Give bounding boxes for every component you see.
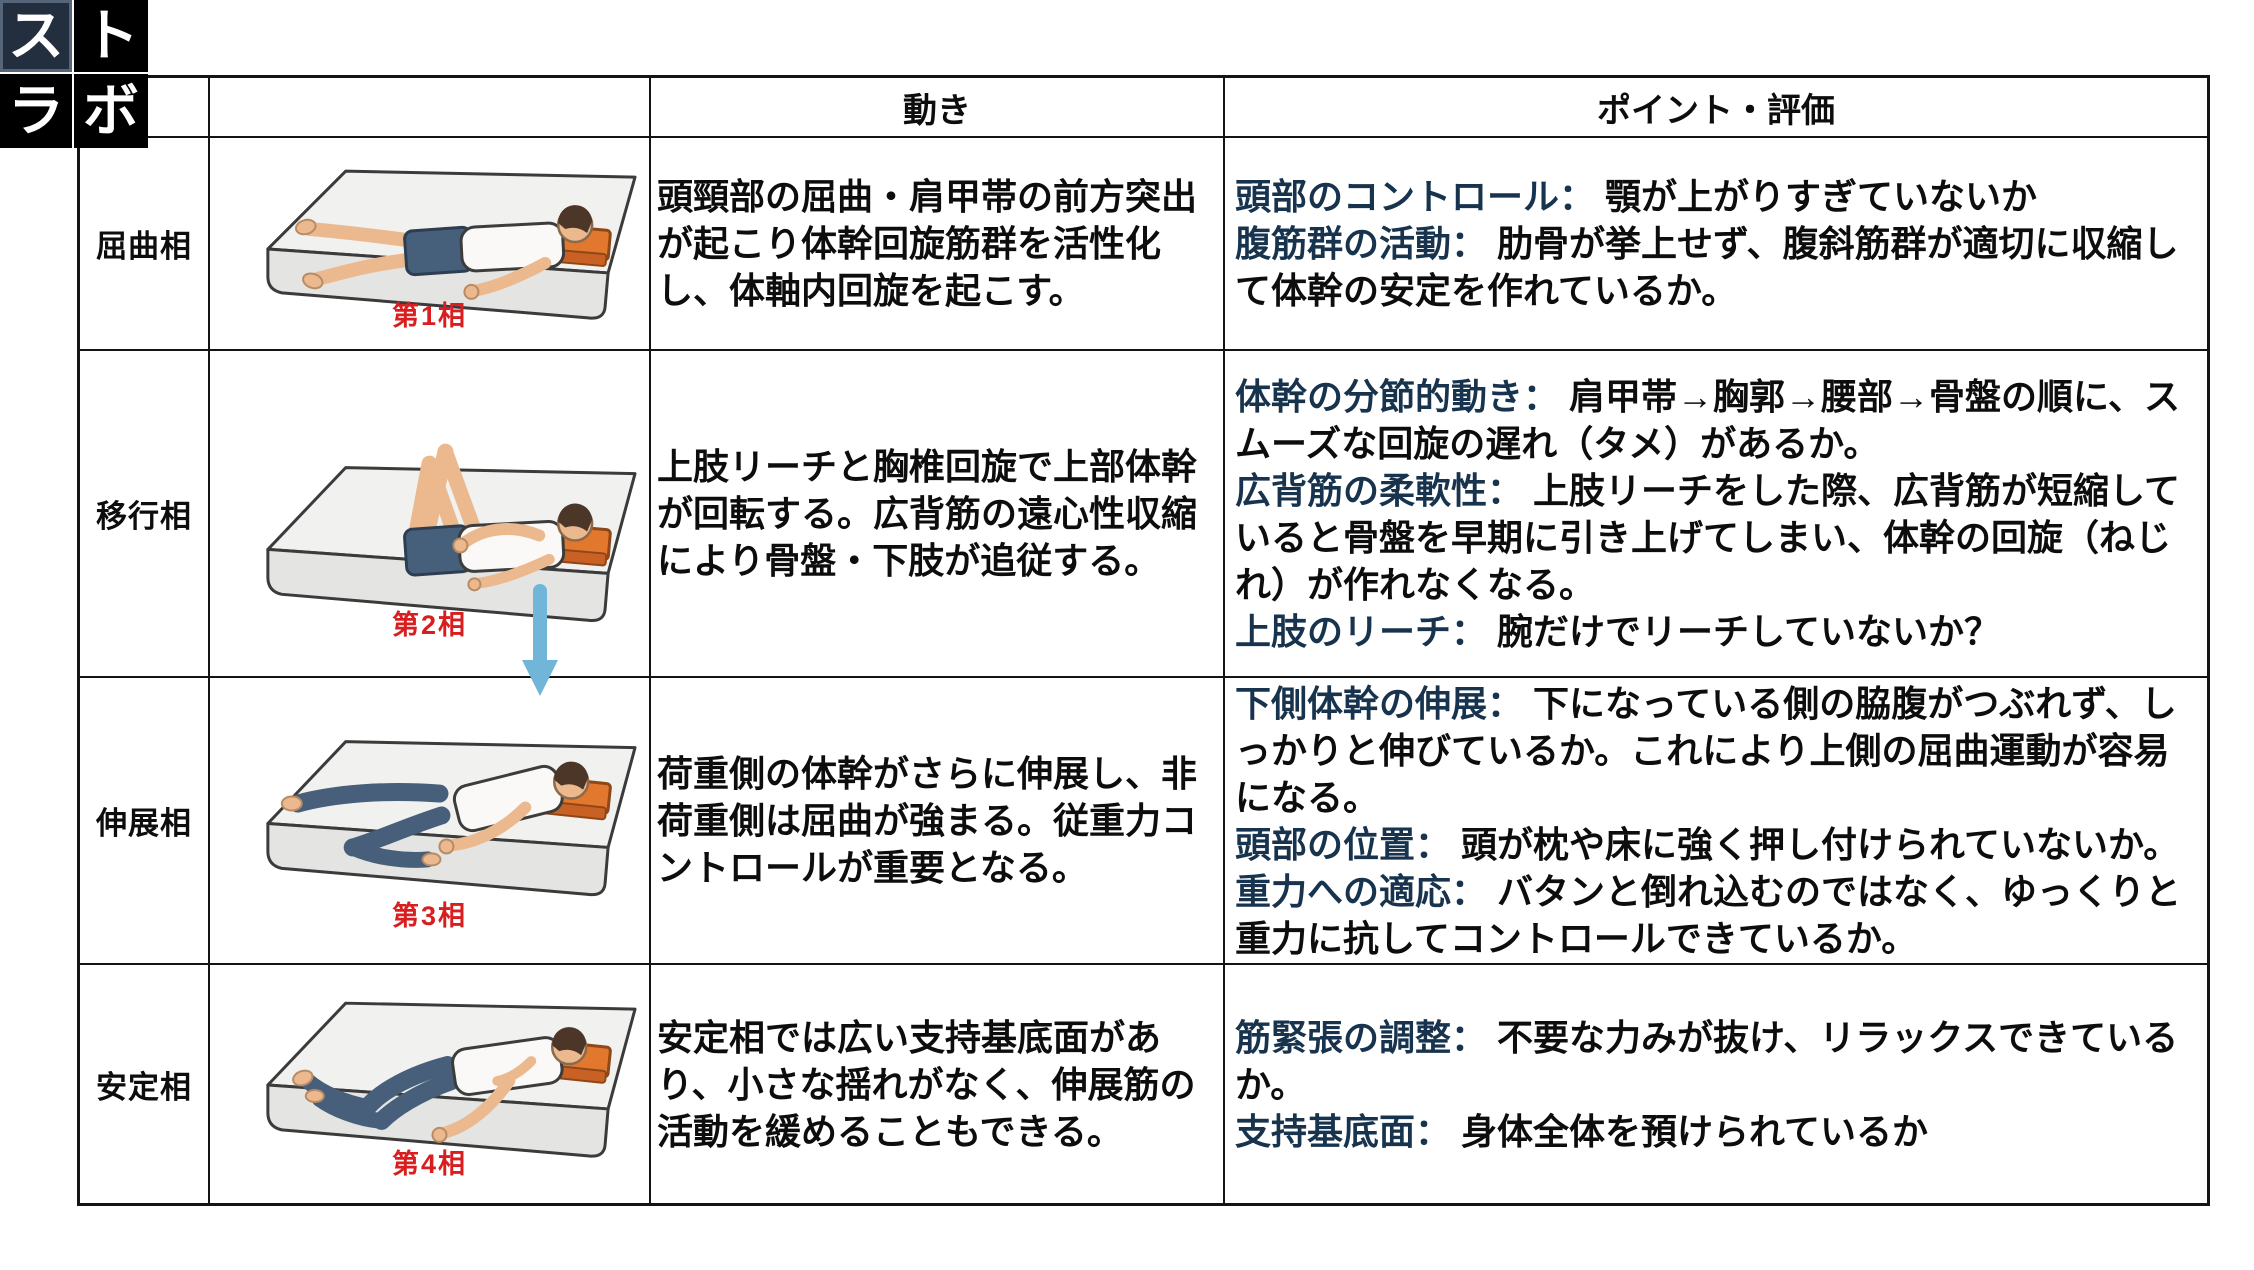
illustration-cell-4: 第4相 xyxy=(210,965,651,1203)
phase-label-1: 屈曲相 xyxy=(80,138,210,351)
point-label: 筋緊張の調整： xyxy=(1235,1016,1488,1058)
knees-bent-illustration xyxy=(266,443,637,623)
phase-caption-3: 第3相 xyxy=(391,901,468,931)
point-text: 下になっている側の脇腹がつぶれず、しっかりと伸びているか。これにより上側の屈曲運… xyxy=(1235,682,2177,818)
phase-label-3: 伸展相 xyxy=(80,678,210,965)
logo-tile-to: ト xyxy=(74,0,148,72)
header-movement: 動き xyxy=(651,78,1225,138)
movement-cell-1: 頭頸部の屈曲・肩甲帯の前方突出が起こり体幹回旋筋群を活性化し、体軸内回旋を起こす… xyxy=(651,138,1225,351)
movement-text-2: 上肢リーチと胸椎回旋で上部体幹が回転する。広背筋の遠心性収縮により骨盤・下肢が追… xyxy=(657,446,1198,581)
points-cell-4: 筋緊張の調整： 不要な力みが抜け、リラックスできているか。 支持基底面： 身体全… xyxy=(1225,965,2207,1203)
point-text: 顎が上がりすぎていないか xyxy=(1595,176,2038,217)
phase-label-4: 安定相 xyxy=(80,965,210,1203)
movement-cell-2: 上肢リーチと胸椎回旋で上部体幹が回転する。広背筋の遠心性収縮により骨盤・下肢が追… xyxy=(651,351,1225,678)
sidelying-illustration xyxy=(266,1001,637,1158)
point-text: 肋骨が挙上せず、腹斜筋群が適切に収縮して体幹の安定を作れているか。 xyxy=(1235,223,2179,311)
rolling-sidelying-illustration xyxy=(266,740,637,897)
logo-tile-ra: ラ xyxy=(0,74,72,148)
point-text: 上肢リーチをした際、広背筋が短縮していると骨盤を早期に引き上げてしまい、体幹の回… xyxy=(1235,469,2180,605)
point-label: 重力への適応： xyxy=(1235,870,1488,912)
point-text: 肩甲帯→胸郭→腰部→骨盤の順に、スムーズな回旋の遅れ（タメ）があるか。 xyxy=(1235,375,2180,464)
arrow-down-icon xyxy=(522,584,558,696)
point-label: 広背筋の柔軟性： xyxy=(1235,469,1524,511)
points-cell-2: 体幹の分節的動き： 肩甲帯→胸郭→腰部→骨盤の順に、スムーズな回旋の遅れ（タメ）… xyxy=(1225,351,2207,678)
movement-text-3: 荷重側の体幹がさらに伸展し、非荷重側は屈曲が強まる。従重力コントロールが重要とな… xyxy=(657,753,1198,888)
point-label: 頭部の位置： xyxy=(1235,823,1452,865)
point-label: 体幹の分節的動き： xyxy=(1235,375,1560,417)
illustration-cell-1: 第1相 xyxy=(210,138,651,351)
point-text: 頭が枕や床に強く押し付けられていないか。 xyxy=(1451,823,2180,865)
phase-caption-1: 第1相 xyxy=(391,301,468,331)
person-knees-bent xyxy=(403,443,594,592)
point-label: 腹筋群の活動： xyxy=(1235,223,1488,264)
person-supine xyxy=(294,205,594,300)
person-rolling xyxy=(280,761,590,868)
points-cell-3: 下側体幹の伸展： 下になっている側の脇腹がつぶれず、しっかりと伸びているか。これ… xyxy=(1225,678,2207,965)
strlab-logo: ス ト ラ ボ xyxy=(0,0,150,150)
rolling-phase-table: 動き ポイント・評価 屈曲相 xyxy=(77,75,2210,1206)
person-sidelying xyxy=(292,1027,588,1143)
header-illustration-cell xyxy=(210,78,651,138)
movement-cell-3: 荷重側の体幹がさらに伸展し、非荷重側は屈曲が強まる。従重力コントロールが重要とな… xyxy=(651,678,1225,965)
point-text: 身体全体を預けられているか xyxy=(1451,1110,1928,1152)
illustration-cell-2: 第2相 xyxy=(210,351,651,678)
phase-caption-4: 第4相 xyxy=(391,1149,468,1179)
logo-tile-bo: ボ xyxy=(74,74,148,148)
header-movement-label: 動き xyxy=(903,91,971,130)
point-label: 支持基底面： xyxy=(1235,1110,1452,1152)
header-points-label: ポイント・評価 xyxy=(1597,91,1835,130)
points-cell-1: 頭部のコントロール： 顎が上がりすぎていないか 腹筋群の活動： 肋骨が挙上せず、… xyxy=(1225,138,2207,351)
point-label: 上肢のリーチ： xyxy=(1235,610,1488,652)
movement-text-4: 安定相では広い支持基底面があり、小さな揺れがなく、伸展筋の活動を緩めることもでき… xyxy=(657,1016,1196,1152)
point-label: 頭部のコントロール： xyxy=(1235,176,1596,217)
illustration-cell-3: 第3相 xyxy=(210,678,651,965)
logo-tile-su: ス xyxy=(0,0,72,72)
phase-caption-2: 第2相 xyxy=(391,610,468,640)
point-text: バタンと倒れ込むのではなく、ゆっくりと重力に抗してコントロールできているか。 xyxy=(1235,870,2182,959)
phase-label-2: 移行相 xyxy=(80,351,210,678)
movement-cell-4: 安定相では広い支持基底面があり、小さな揺れがなく、伸展筋の活動を緩めることもでき… xyxy=(651,965,1225,1203)
movement-text-1: 頭頸部の屈曲・肩甲帯の前方突出が起こり体幹回旋筋群を活性化し、体軸内回旋を起こす… xyxy=(657,176,1198,311)
point-text: 腕だけでリーチしていないか？ xyxy=(1487,610,2000,652)
supine-illustration xyxy=(266,169,637,320)
header-points: ポイント・評価 xyxy=(1225,78,2207,138)
point-text: 不要な力みが抜け、リラックスできているか。 xyxy=(1235,1016,2179,1105)
point-label: 下側体幹の伸展： xyxy=(1235,682,1524,724)
